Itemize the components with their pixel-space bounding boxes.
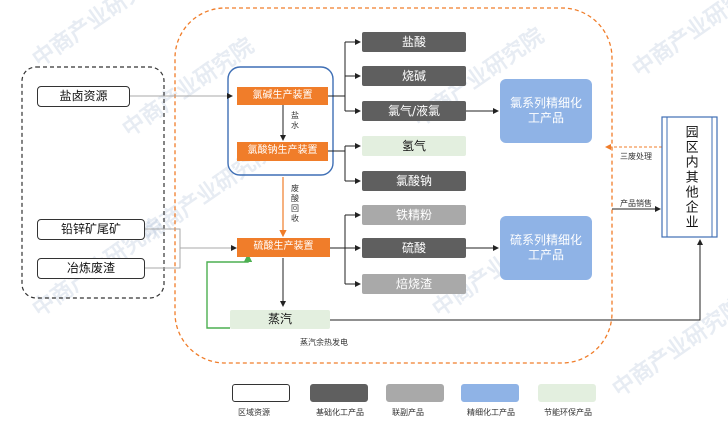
resource-slag: 冶炼废渣 <box>37 258 145 279</box>
legend-label: 联副产品 <box>392 408 424 417</box>
product-calcine: 焙烧渣 <box>362 274 466 294</box>
legend-label: 精细化工产品 <box>467 408 515 417</box>
park-enterprises-frame <box>661 116 718 238</box>
fine-chemicals-sulfur-series: 硫系列精细化工产品 <box>500 216 592 280</box>
label-steam-power: 蒸汽余热发电 <box>300 338 348 347</box>
label-product-sales: 产品销售 <box>620 199 652 208</box>
park-boundary <box>174 7 613 364</box>
legend-swatch <box>310 384 368 402</box>
legend-label: 节能环保产品 <box>544 408 592 417</box>
product-hydrogen: 氢气 <box>362 136 466 156</box>
label-salt-water: 盐水 <box>291 111 299 130</box>
park-other-enterprises: 园区内其他企业 <box>682 124 698 230</box>
product-hydrochloric-acid: 盐酸 <box>362 32 466 52</box>
legend-swatch <box>386 384 444 402</box>
fine-chemicals-chlorine-series: 氯系列精细化工产品 <box>500 79 592 143</box>
legend-label: 区域资源 <box>238 408 270 417</box>
legend-swatch <box>232 384 290 402</box>
unit-chlor-alkali: 氯碱生产装置 <box>237 87 328 105</box>
resource-brine: 盐卤资源 <box>37 86 130 107</box>
product-steam: 蒸汽 <box>230 310 330 329</box>
product-sulfuric-acid: 硫酸 <box>362 238 466 258</box>
product-caustic-soda: 烧碱 <box>362 66 466 86</box>
unit-sulfuric-acid: 硫酸生产装置 <box>237 238 330 257</box>
resource-tailings: 铅锌矿尾矿 <box>37 219 145 240</box>
product-sodium-chlorate: 氯酸钠 <box>362 171 466 191</box>
product-chlorine: 氯气/液氯 <box>362 101 466 121</box>
legend-label: 基础化工产品 <box>316 408 364 417</box>
label-waste-acid-recycle: 废酸回收 <box>291 184 299 223</box>
unit-sodium-chlorate: 氯酸钠生产装置 <box>237 142 328 161</box>
resources-boundary <box>21 66 165 299</box>
chlor-group <box>227 66 334 176</box>
legend-swatch <box>538 384 596 402</box>
legend-swatch <box>461 384 519 402</box>
product-iron-powder: 铁精粉 <box>362 205 466 225</box>
steam-loop <box>206 253 253 329</box>
label-three-waste: 三废处理 <box>620 152 652 161</box>
